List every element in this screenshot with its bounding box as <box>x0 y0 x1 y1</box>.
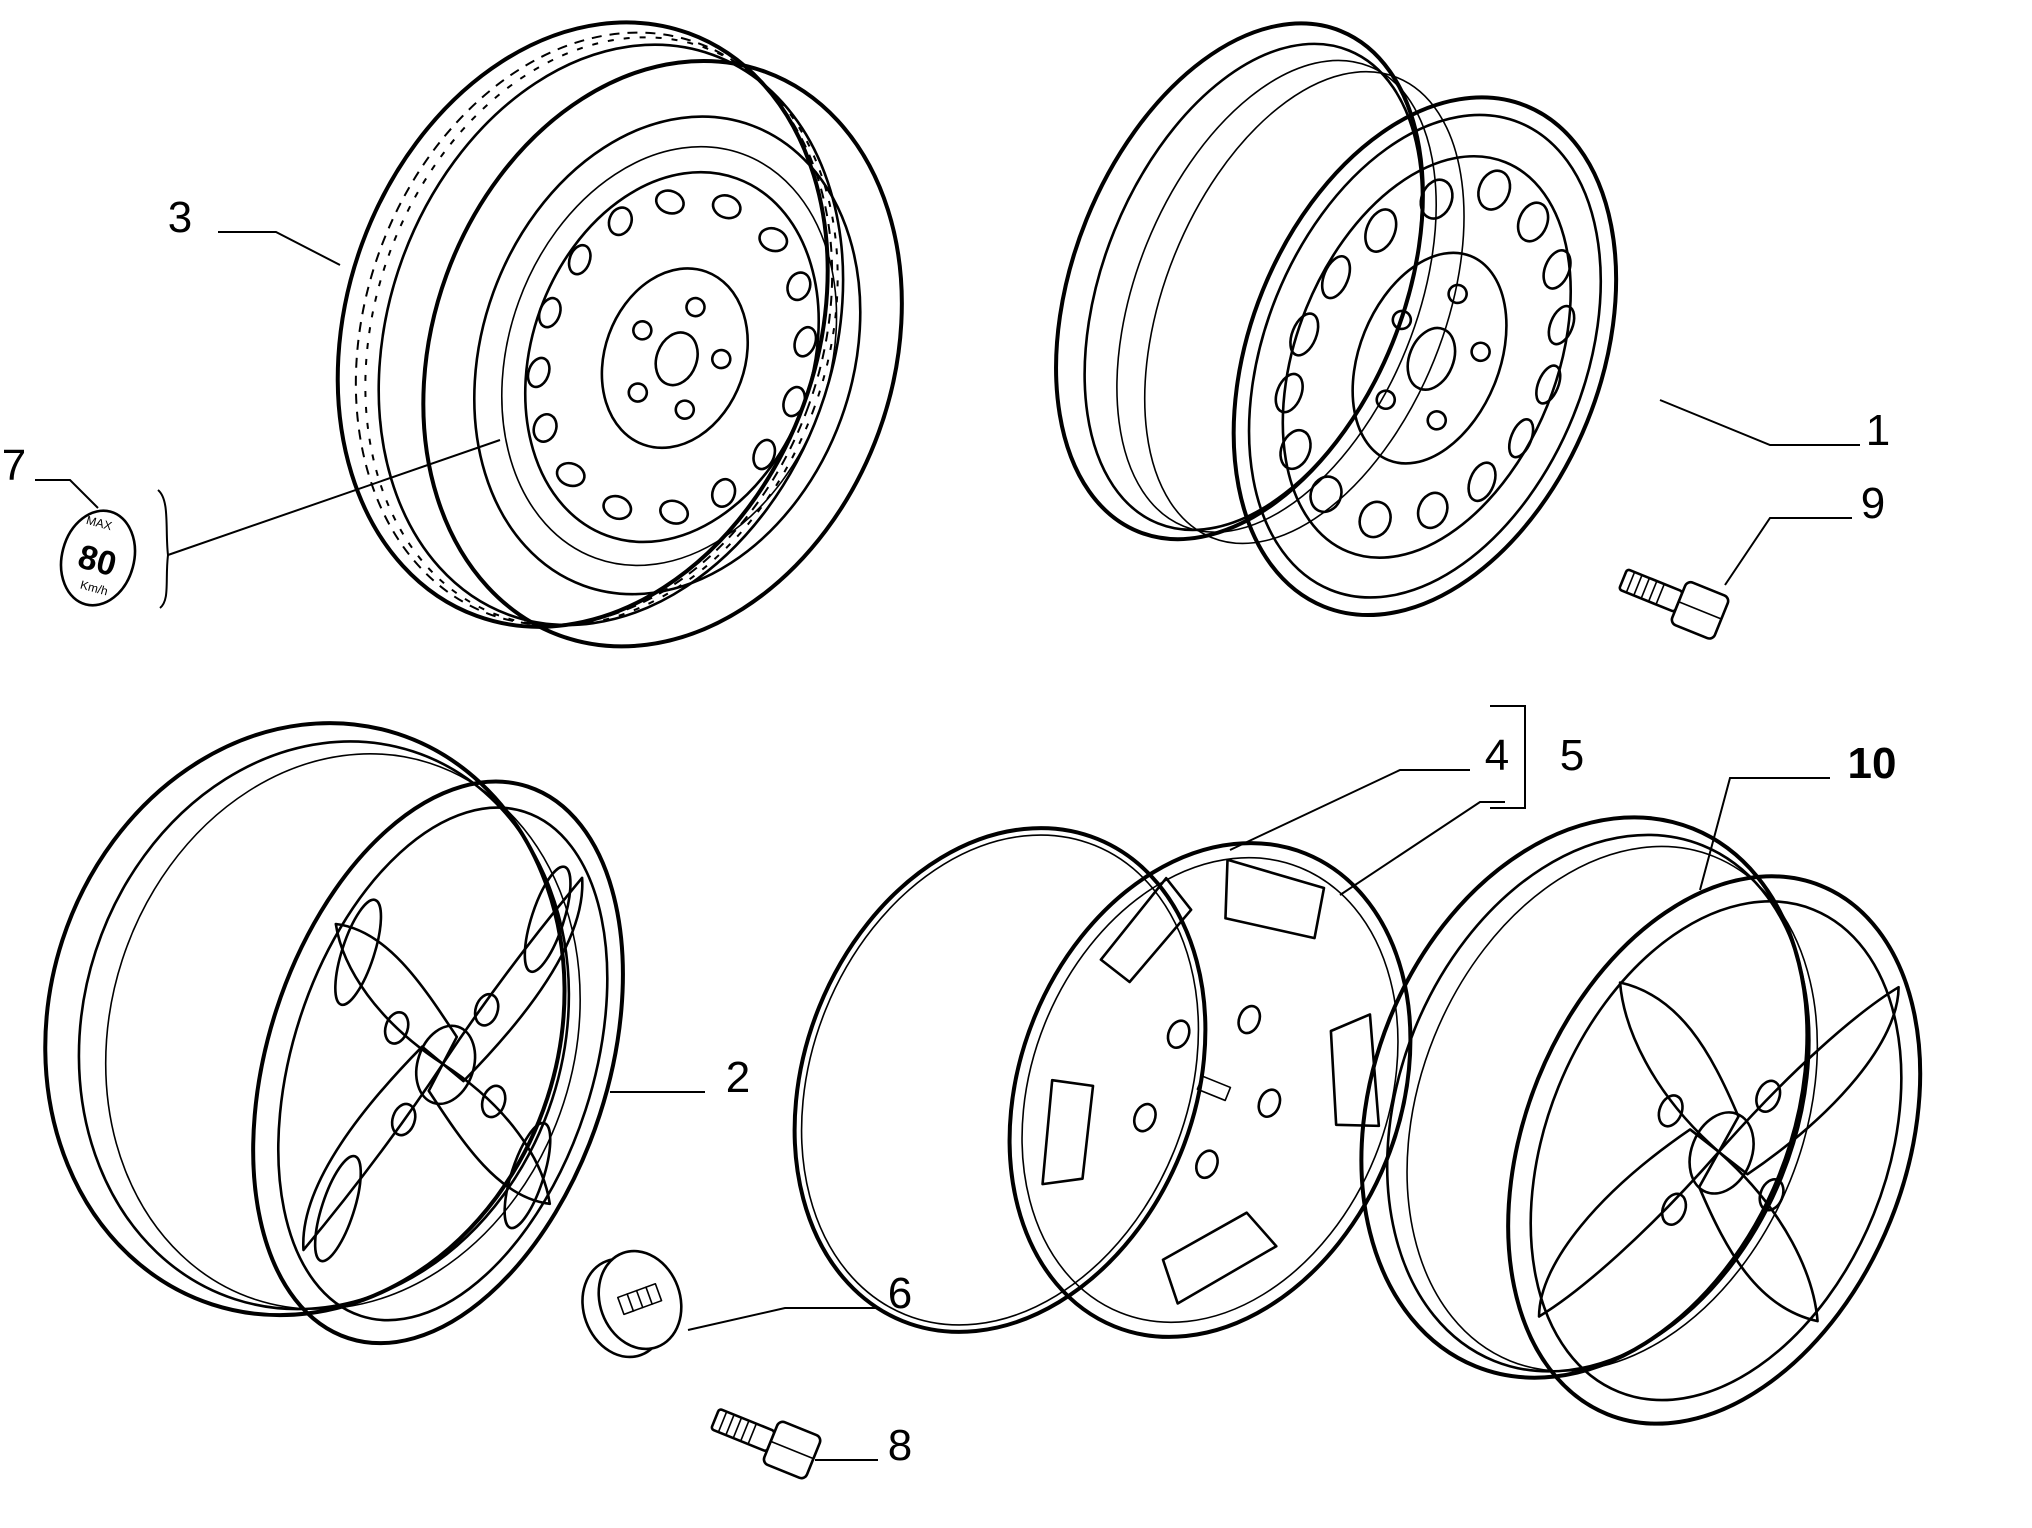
callout-7: 7 <box>2 441 26 490</box>
alloy10-hub-holes <box>1657 1079 1785 1226</box>
callout-9: 9 <box>1861 479 1885 528</box>
steel-hub-bolt-holes <box>1375 283 1491 431</box>
alloy-wheel-10[interactable] <box>1281 750 1999 1490</box>
center-hub-cap-6[interactable] <box>568 1239 695 1368</box>
callout-10: 10 <box>1848 739 1897 788</box>
trim-hub-holes <box>1132 1004 1282 1180</box>
wheel-bolt-8[interactable] <box>707 1398 823 1480</box>
alloy-wheel[interactable] <box>0 655 692 1400</box>
callout-4: 4 <box>1485 731 1509 780</box>
spare-wheel-with-tyre[interactable] <box>256 0 985 724</box>
steel-rim-vent-holes <box>1274 169 1576 539</box>
wheel-bolt-9[interactable] <box>1614 558 1730 640</box>
speed-limit-label-7[interactable]: MAX 80 Km/h <box>51 502 145 613</box>
retaining-ring-4[interactable] <box>722 766 1278 1394</box>
steel-wheel[interactable] <box>985 0 1688 672</box>
alloy10-spokes <box>1537 981 1900 1323</box>
hub-bolt-holes <box>627 296 732 420</box>
callout-1: 1 <box>1866 406 1890 455</box>
trim-fiat-badge <box>1196 1075 1232 1102</box>
callout-labels: 3 7 1 9 2 6 8 4 5 10 <box>2 193 1897 1470</box>
leader-lines <box>35 231 1860 1461</box>
trim-vent-slots <box>1041 858 1381 1305</box>
alloy-spokes <box>302 876 584 1252</box>
tyre-tread-pattern <box>354 31 839 627</box>
callout-2: 2 <box>726 1053 750 1102</box>
rim-vent-holes <box>526 189 818 525</box>
callout-3: 3 <box>168 193 192 242</box>
alloy-hub-bolt-holes <box>383 992 507 1137</box>
callout-6: 6 <box>888 1269 912 1318</box>
callout-5: 5 <box>1560 731 1584 780</box>
speed-label-max: MAX <box>85 513 114 533</box>
callout-8: 8 <box>888 1421 912 1470</box>
alloy-vent-slots <box>313 865 572 1263</box>
